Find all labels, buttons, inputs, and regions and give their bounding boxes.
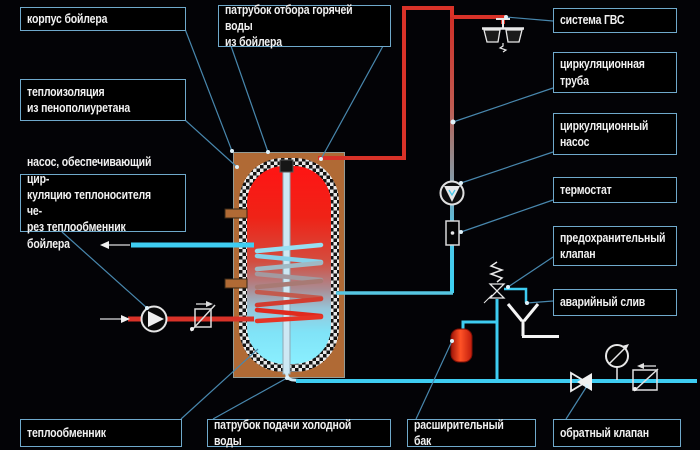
circulation-pump-icon — [439, 180, 465, 206]
label-predohranitelny-klapan: предохранительный клапан — [553, 226, 677, 266]
label-patrubok-holodnoy-vody: патрубок подачи холодной воды — [207, 418, 391, 448]
flow-valve-icon — [190, 301, 216, 332]
tank-wall-stubs — [224, 208, 248, 289]
expansion-branch-pipe — [461, 320, 497, 331]
label-nasos-cirkulyacii: насос, обеспечивающий цир- куляцию тепло… — [20, 155, 186, 251]
regulator-valve-icon — [632, 363, 659, 392]
drain-connection-pipe — [504, 287, 528, 303]
thermostat-icon — [445, 220, 460, 246]
heat-exchanger-coil — [254, 242, 324, 324]
cold-pipes — [131, 242, 697, 383]
flow-arrow-left — [100, 241, 130, 249]
label-cirkulyacionnaya-truba: циркуляционная труба — [553, 52, 677, 93]
label-avariyny-sliv: аварийный слив — [553, 289, 677, 316]
expansion-tank — [450, 328, 473, 363]
label-teploobmennik: теплообменник — [20, 419, 182, 447]
label-korpus-boylera: корпус бойлера — [20, 7, 186, 31]
cold-water-dip-tube — [279, 159, 304, 383]
label-termostat: термостат — [553, 177, 677, 203]
leader-dots — [145, 15, 589, 388]
label-patrubok-goryachey-vody: патрубок отбора горячей воды из бойлера — [218, 3, 391, 49]
safety-valve-icon — [483, 261, 506, 304]
label-rasshiritelny-bak: расширительный бак — [407, 418, 536, 448]
leader-lines — [61, 16, 588, 420]
sink-tap-icon — [482, 18, 524, 53]
label-sistema-gvs: система ГВС — [553, 8, 677, 33]
circulation-pipe — [336, 17, 454, 295]
label-teploizolyaciya: теплоизоляция из пенополиуретана — [20, 79, 186, 121]
pressure-gauge-icon — [605, 344, 629, 380]
label-obratny-klapan: обратный клапан — [553, 419, 681, 447]
drain-funnel-icon — [506, 303, 559, 338]
pump-icon — [140, 305, 168, 333]
label-cirkulyacionny-nasos: циркуляционный насос — [553, 113, 677, 155]
hot-outlet-pipe — [128, 6, 505, 322]
flow-arrow-right — [100, 315, 130, 323]
